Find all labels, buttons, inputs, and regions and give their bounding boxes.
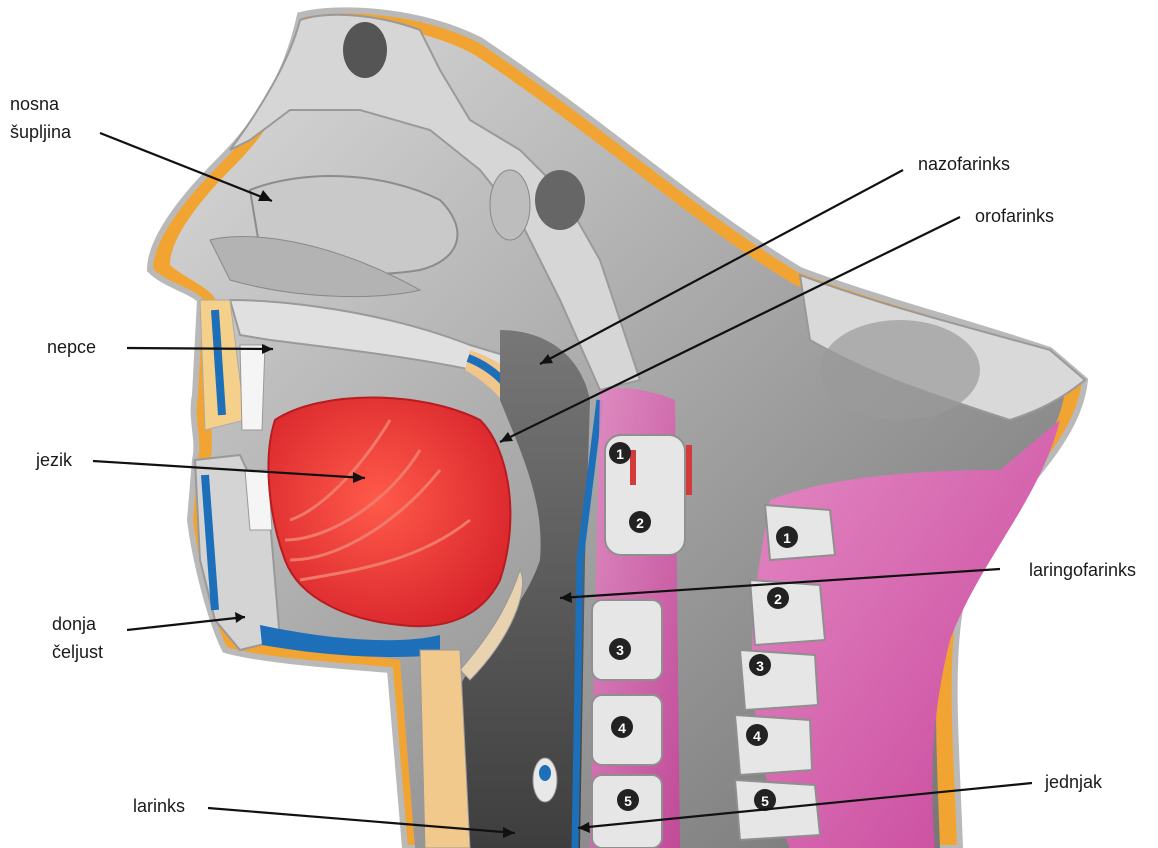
vertebra-number: 5 xyxy=(624,793,632,809)
vertebra-number: 4 xyxy=(618,720,626,736)
vertebra-number: 1 xyxy=(616,446,624,462)
label-orofarinks: orofarinks xyxy=(975,202,1054,230)
label-donja-line2: čeljust xyxy=(52,638,103,666)
vertebra-number: 5 xyxy=(761,793,769,809)
upper-teeth xyxy=(240,345,265,430)
label-nosna-line1: nosna xyxy=(10,90,71,118)
vertebra-number: 3 xyxy=(756,658,764,674)
pointer-nepce xyxy=(127,348,273,349)
vertebra-number: 1 xyxy=(783,530,791,546)
label-donja-line1: donja xyxy=(52,610,103,638)
label-jezik: jezik xyxy=(36,446,72,474)
label-nepce: nepce xyxy=(47,333,96,361)
label-larinks: larinks xyxy=(133,792,185,820)
vertebra-number: 4 xyxy=(753,728,761,744)
label-donja-celjust: donja čeljust xyxy=(52,610,103,666)
vertebra-number: 2 xyxy=(636,515,644,531)
label-nosna-supljina: nosna šupljina xyxy=(10,90,71,146)
label-nazofarinks: nazofarinks xyxy=(918,150,1010,178)
label-nosna-line2: šupljina xyxy=(10,118,71,146)
vertebra-number: 3 xyxy=(616,642,624,658)
label-laringofarinks: laringofarinks xyxy=(1029,556,1136,584)
label-jednjak: jednjak xyxy=(1045,768,1102,796)
vertebra-number: 2 xyxy=(774,591,782,607)
